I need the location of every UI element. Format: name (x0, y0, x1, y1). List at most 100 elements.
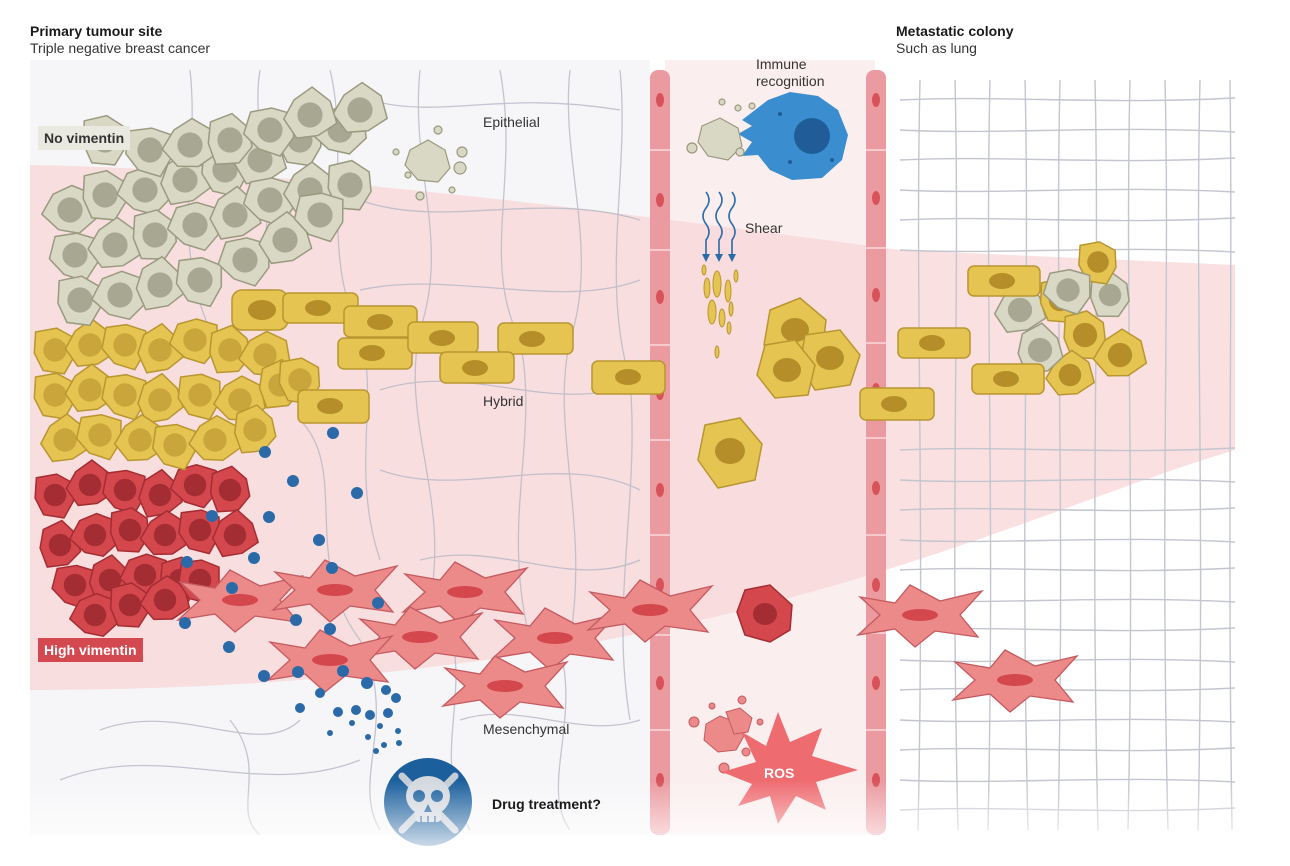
hybrid-cell-nucleus (43, 338, 67, 362)
epithelial-cell-nucleus (337, 172, 363, 198)
hybrid-label: Hybrid (483, 393, 524, 409)
circulating-hybrid-cells (697, 297, 861, 489)
epithelial-cell-nucleus (132, 177, 158, 203)
epithelial-cell-nucleus (177, 132, 203, 158)
drug-particle (365, 734, 371, 740)
shear-label: Shear (745, 220, 783, 236)
metastatic-cell-nucleus (1072, 322, 1098, 348)
drug-particle (259, 446, 271, 458)
high-vimentin-cell-nucleus (133, 563, 157, 587)
metastatic-hybrid-cell-nucleus (919, 335, 945, 351)
epithelial-label: Epithelial (483, 114, 540, 130)
high-vimentin-cell-nucleus (183, 473, 207, 497)
drug-particle (327, 427, 339, 439)
high-vimentin-cell-nucleus (118, 518, 142, 542)
epithelial-cell-nucleus (182, 212, 208, 238)
hybrid-cell-nucleus (43, 383, 67, 407)
drug-particle (377, 723, 383, 729)
drug-particle (351, 487, 363, 499)
drug-particle (333, 707, 343, 717)
mesenchymal-cell-nucleus (487, 680, 523, 692)
high-vimentin-cell-nucleus (83, 603, 107, 627)
drug-particle (361, 677, 373, 689)
hybrid-cell-nucleus (113, 333, 137, 357)
epithelial-cell-nucleus (232, 247, 258, 273)
epithelial-cell-nucleus (67, 287, 93, 313)
mesenchymal-cell-nucleus (537, 632, 573, 644)
metastatic-cell-nucleus (1056, 278, 1080, 302)
immune-recognition-label: Immune recognition (756, 56, 825, 90)
mesenchymal-cell-nucleus (632, 604, 668, 616)
mesenchymal-cell-nucleus (402, 631, 438, 643)
drug-particle (337, 665, 349, 677)
drug-particle (396, 740, 402, 746)
hybrid-cell-nucleus (78, 378, 102, 402)
high-vimentin-cell-nucleus (63, 573, 87, 597)
drug-particle (313, 534, 325, 546)
epithelial-cell-nucleus (217, 127, 243, 153)
mesenchymal-cells (175, 559, 1079, 719)
hybrid-cell-nucleus (128, 428, 152, 452)
vessel-wall-right (866, 70, 886, 835)
epithelial-cell-nucleus (92, 182, 118, 208)
mesenchymal-cell-nucleus (997, 674, 1033, 686)
hybrid-migrating-cells (231, 289, 935, 424)
epithelial-cell-nucleus (107, 282, 133, 308)
drug-particles (179, 427, 402, 754)
high-vimentin-cell-nucleus (153, 523, 177, 547)
drug-particle (381, 742, 387, 748)
epithelial-cell-nucleus (297, 102, 323, 128)
drug-particle (248, 552, 260, 564)
drug-particle (315, 688, 325, 698)
hybrid-cell-nucleus (243, 418, 267, 442)
drug-particle (383, 708, 393, 718)
ros-label: ROS (764, 765, 795, 781)
debris-epithelial (392, 125, 468, 201)
drug-particle (381, 685, 391, 695)
drug-particle (349, 720, 355, 726)
metastatic-hybrid-cell-nucleus (993, 371, 1019, 387)
no-vimentin-badge: No vimentin (38, 126, 131, 150)
high-vimentin-cell-nucleus (223, 523, 247, 547)
drug-particle (372, 597, 384, 609)
epithelial-cell-nucleus (347, 97, 373, 123)
metastatic-hybrid-cell-nucleus (989, 273, 1015, 289)
metastatic-cell-nucleus (1107, 342, 1133, 368)
drug-particle (181, 556, 193, 568)
shear-arrows-icon (702, 191, 736, 256)
bottom-fade (0, 780, 1290, 866)
drug-particle (223, 641, 235, 653)
hybrid-cell-nucleus (88, 423, 112, 447)
immune-label-line1: Immune (756, 56, 807, 72)
epithelial-cell-nucleus (272, 227, 298, 253)
drug-particle (258, 670, 270, 682)
epithelial-cell-nucleus (307, 202, 333, 228)
metastatic-cell-nucleus (1027, 337, 1053, 363)
drug-particle (290, 614, 302, 626)
epithelial-cell-nucleus (172, 167, 198, 193)
epithelial-cell-nucleus (222, 202, 248, 228)
drug-particle (365, 710, 375, 720)
hybrid-cell-nucleus (228, 388, 252, 412)
hybrid-cell-nucleus (188, 383, 212, 407)
drug-particle (287, 475, 299, 487)
high-vimentin-cell-nucleus (188, 518, 212, 542)
vessel-wall-left (650, 70, 670, 835)
high-vimentin-cell-nucleus (78, 473, 102, 497)
drug-particle (327, 730, 333, 736)
high-vimentin-badge: High vimentin (38, 638, 143, 662)
drug-particle (391, 693, 401, 703)
high-vimentin-cell-nucleus (218, 478, 242, 502)
hybrid-cell-nucleus (288, 368, 312, 392)
high-vimentin-cell-nucleus (113, 478, 137, 502)
hybrid-cell-nucleus (148, 388, 172, 412)
immune-label-line2: recognition (756, 73, 825, 89)
hybrid-cell-cluster (33, 318, 321, 471)
epithelial-cell-nucleus (257, 187, 283, 213)
epithelial-cell-nucleus (57, 197, 83, 223)
drug-particle (226, 582, 238, 594)
high-vimentin-cell-nucleus (153, 588, 177, 612)
high-vimentin-cell-nucleus (118, 593, 142, 617)
mesenchymal-cell-nucleus (447, 586, 483, 598)
drug-particle (292, 666, 304, 678)
